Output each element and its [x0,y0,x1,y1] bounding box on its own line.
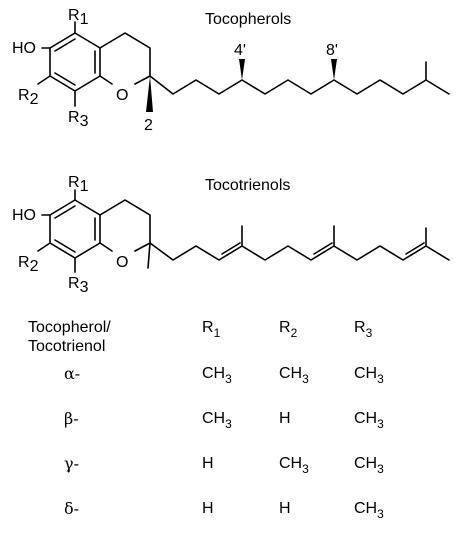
tocopherol-o-label: O [116,87,128,104]
tocopherol-position-8p-label: 8' [326,42,338,59]
table-header-row: Tocopherol/Tocotrienol R1 R2 R3 [28,318,434,362]
tocopherol-ho-label: HO [12,40,36,57]
tocopherol-position-2-label: 2 [144,117,153,134]
tocotrienol-o-label: O [116,254,128,271]
tocopherol-side-chain [149,75,450,95]
row-r3: CH3 [354,365,384,386]
tocopherol-ring-double-bond-1 [54,38,76,52]
header-r1: R1 [202,319,221,340]
row-r1: H [202,500,214,517]
tocopherol-title: Tocopherols [205,11,291,28]
row-r3: CH3 [354,455,384,476]
tocopherol-pyran-ring [99,32,151,85]
tocotrienol-r2-bond [37,242,51,252]
row-name: β- [64,409,79,428]
table-row: δ- H H CH3 [28,497,434,542]
tocopherol-position-4p-label: 4' [234,42,246,59]
row-r2: CH3 [279,365,309,386]
row-name: γ- [64,454,79,473]
substituent-table: Tocopherol/Tocotrienol R1 R2 R3 α- CH3 C… [28,318,434,542]
tocotrienol-r3-label: R3 [68,275,89,296]
table-row: α- CH3 CH3 CH3 [28,362,434,407]
tocopherol-4p-wedge-methyl [239,59,245,80]
row-r1: H [202,455,214,472]
row-name: δ- [64,499,80,518]
tocotrienol-ring-double-bond-3 [54,239,76,253]
tocopherol-r3-label: R3 [68,109,89,130]
table-row: γ- H CH3 CH3 [28,452,434,497]
header-r3: R3 [354,319,373,340]
tocotrienol-title: Tocotrienols [205,177,290,194]
row-name: α- [64,364,81,383]
row-r2: CH3 [279,455,309,476]
tocotrienol-double-bond-3 [405,242,425,255]
tocotrienol-side-chain [149,242,450,261]
header-r2: R2 [279,319,298,340]
tocotrienol-double-bond-1 [221,242,241,255]
tocopherol-r2-label: R2 [18,87,39,108]
row-r2: H [279,410,291,427]
tocotrienol-r1-label: R1 [68,174,89,195]
tocotrienol-r2-label: R2 [18,254,39,275]
tocotrienol-c2-methyl [147,242,151,269]
tocopherol-c2-wedge-methyl [146,76,153,112]
row-r3: CH3 [354,500,384,521]
tocotrienol-double-bond-2 [313,242,333,255]
table-row: β- CH3 H CH3 [28,407,434,452]
row-r3: CH3 [354,410,384,431]
tocotrienol-ho-label: HO [12,207,36,224]
row-r2: H [279,500,291,517]
tocotrienol-pyran-ring [99,199,151,252]
tocotrienol-pyran-o-bond [99,242,113,252]
row-r1: CH3 [202,365,232,386]
tocotrienol-structure: Tocotrienols HO O R1 R2 R3 [12,174,450,296]
tocopherol-r2-bond [37,75,51,85]
tocotrienol-ring-double-bond-1 [54,205,76,219]
tocopherol-aromatic-ring [49,32,101,92]
tocotrienol-aromatic-ring [49,199,101,259]
tocopherol-r1-label: R1 [68,7,89,28]
row-r1: CH3 [202,410,232,431]
tocopherol-8p-wedge-methyl [331,59,337,80]
header-compound: Tocopherol/Tocotrienol [28,319,111,355]
tocopherol-structure: Tocopherols HO O R1 R2 R3 2 4' 8' [12,7,450,134]
tocopherol-pyran-o-bond [99,75,113,85]
tocopherol-ring-double-bond-3 [54,72,76,86]
